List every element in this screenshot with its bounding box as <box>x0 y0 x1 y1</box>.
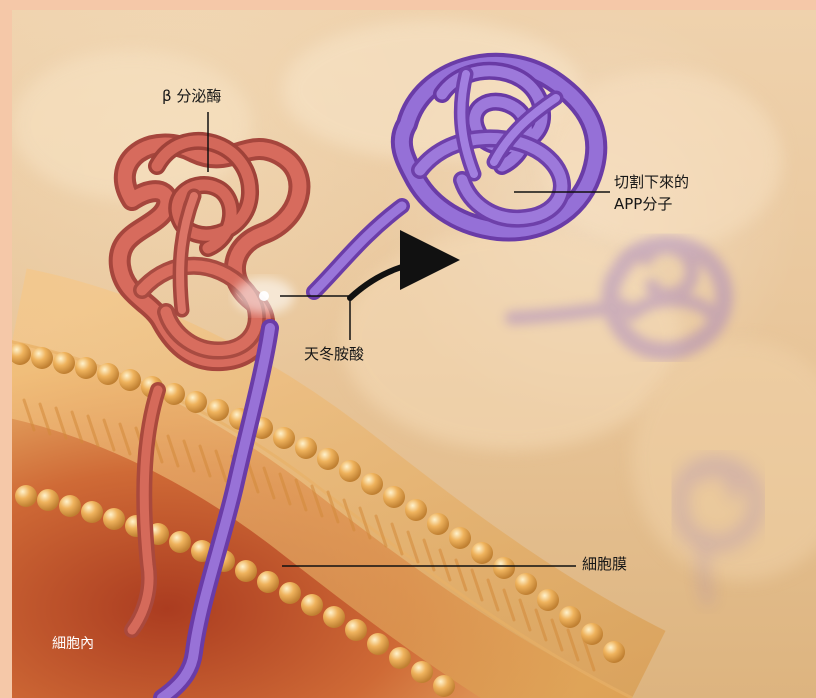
cut-fragment-label-line-1: 切割下來的 <box>614 174 689 191</box>
diagram-art <box>12 10 816 698</box>
cell-membrane-label: 細胞膜 <box>582 556 627 573</box>
diagram-canvas: β 分泌酶 切割下來的 APP分子 天冬胺酸 細胞膜 細胞內 <box>12 10 816 698</box>
inside-cell-label: 細胞內 <box>52 636 94 652</box>
aspartate-label: 天冬胺酸 <box>304 346 364 363</box>
cut-fragment-label-line-2: APP分子 <box>614 196 672 213</box>
beta-secretase-label: β 分泌酶 <box>162 88 221 105</box>
